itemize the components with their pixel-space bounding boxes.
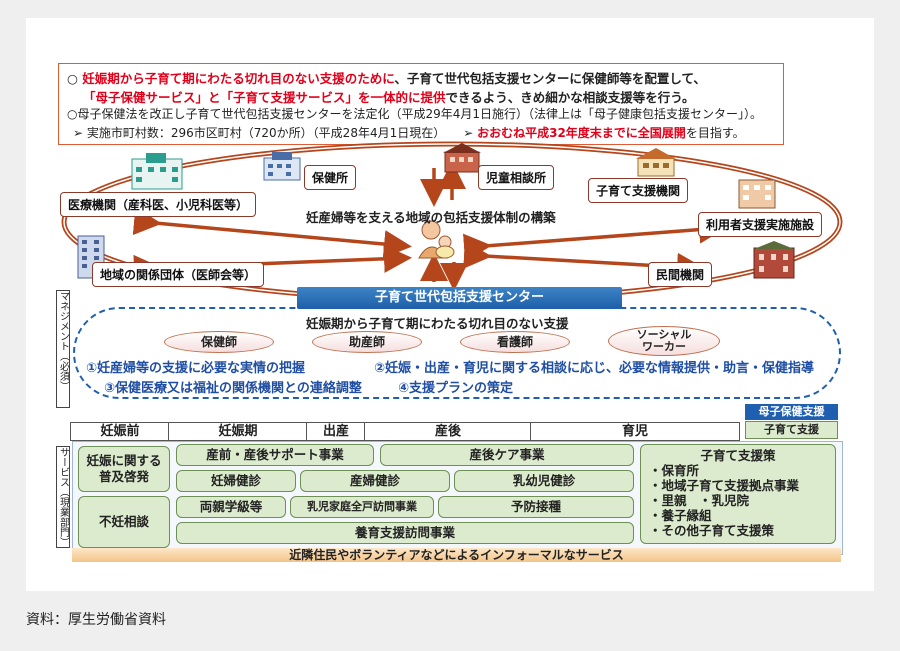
service-yoiku-houmon: 養育支援訪問事業 (176, 522, 634, 544)
kosodate-item-hoikusho: ・保育所 (649, 463, 827, 478)
kosodate-title: 子育て支援策 (649, 448, 827, 463)
staff-social-worker: ソーシャル ワーカー (608, 326, 720, 356)
center-item-2: ②妊娠・出産・育児に関する相談に応じ、必要な情報提供・助言・保健指導 (374, 357, 814, 376)
service-sango-care: 産後ケア事業 (380, 444, 634, 466)
stage-birth: 出産 (306, 422, 366, 441)
user-support-facility-icon (736, 176, 778, 210)
stage-childrearing: 育児 (530, 422, 740, 441)
services-label-text: サービス（現業部門） (58, 447, 69, 547)
kosodate-item-yoshi: ・養子縁組 (649, 508, 827, 523)
legend-maternal-support: 母子保健支援 (745, 404, 838, 420)
node-hokenjo: 保健所 (304, 165, 356, 190)
legend-childcare-support: 子育て支援 (745, 421, 838, 439)
node-kosodate-kikan: 子育て支援機関 (588, 178, 688, 203)
center-item-4: ④支援プランの策定 (398, 377, 513, 396)
kosodate-item-satooya: ・里親 ・乳児院 (649, 493, 827, 508)
center-item-1: ①妊産婦等の支援に必要な実情の把握 (86, 357, 305, 376)
node-chiiki: 地域の関係団体（医師会等） (92, 262, 264, 287)
childcare-facility-icon (634, 146, 678, 178)
node-jido: 児童相談所 (478, 165, 554, 190)
kosodate-item-other: ・その他子育て支援策 (649, 523, 827, 538)
service-kosodate-policies: 子育て支援策 ・保育所 ・地域子育て支援拠点事業 ・里親 ・乳児院 ・養子縁組 … (640, 444, 836, 544)
management-label: マネジメント（必須） (56, 290, 70, 408)
service-sanpu-kenshin: 産婦健診 (300, 470, 450, 492)
center-item-3: ③保健医療又は福祉の関係機関との連絡調整 (104, 377, 362, 396)
network-caption: 妊産婦等を支える地域の包括支援体制の構築 (306, 207, 556, 226)
source-note: 資料：厚生労働省資料 (26, 609, 166, 629)
health-center-icon (262, 150, 302, 182)
node-minkan: 民間機関 (648, 262, 712, 287)
child-guidance-center-icon (441, 142, 483, 174)
node-iryo: 医療機関（産科医、小児科医等） (60, 192, 256, 217)
staff-hokenshi: 保健師 (164, 331, 274, 353)
arrow-iryo (155, 223, 405, 246)
arrow-riyousha (485, 228, 720, 246)
staff-kangoshi: 看護師 (460, 331, 570, 353)
hospital-icon (128, 151, 186, 191)
management-label-text: マネジメント（必須） (58, 291, 69, 391)
staff-josanshi: 助産師 (312, 331, 422, 353)
kosodate-item-kyoten: ・地域子育て支援拠点事業 (649, 478, 827, 493)
service-nyuyoji-kenshin: 乳幼児健診 (454, 470, 634, 492)
service-zenko-houmon: 乳児家庭全戸訪問事業 (290, 496, 434, 518)
service-infertility: 不妊相談 (78, 496, 170, 548)
service-ninpu-kenshin: 妊婦健診 (176, 470, 296, 492)
service-ryoshin-gakkyu: 両親学級等 (176, 496, 286, 518)
stage-postpartum: 産後 (364, 422, 532, 441)
service-yobo-sesshu: 予防接種 (438, 496, 634, 518)
center-subtitle: 妊娠期から子育て期にわたる切れ目のない支援 (306, 313, 569, 332)
informal-services-bar: 近隣住民やボランティアなどによるインフォーマルなサービス (72, 548, 841, 562)
service-awareness: 妊娠に関する 普及啓発 (78, 446, 170, 492)
stage-before-pregnancy: 妊娠前 (70, 422, 170, 441)
service-sanzen-sango: 産前・産後サポート事業 (176, 444, 374, 466)
center-title-bar: 子育て世代包括支援センター (297, 287, 622, 309)
stage-pregnancy: 妊娠期 (168, 422, 308, 441)
private-institution-icon (752, 240, 796, 280)
services-label: サービス（現業部門） (56, 446, 70, 548)
node-riyousha: 利用者支援実施施設 (698, 212, 822, 237)
